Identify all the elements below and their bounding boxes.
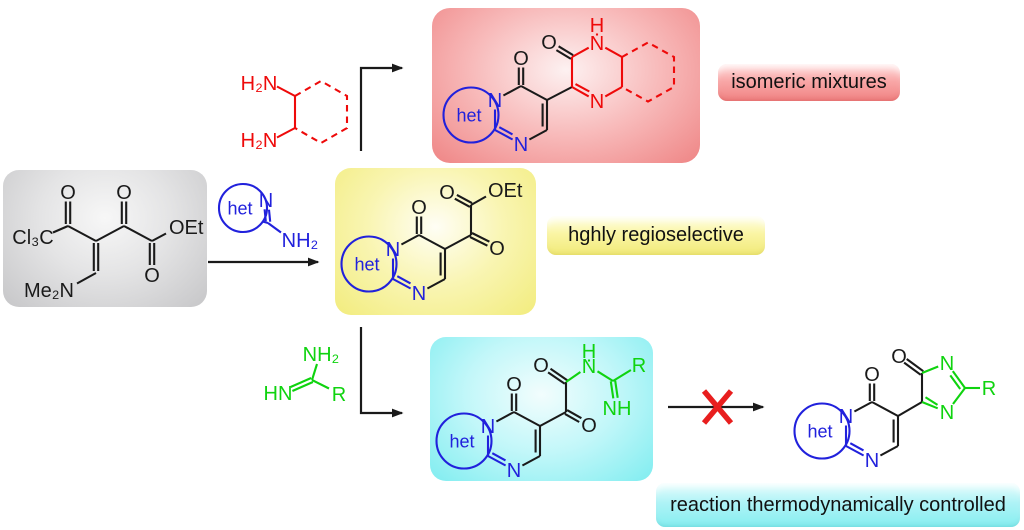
diamine-reagent: H₂N H₂N [241, 73, 349, 152]
atom-label-nh2: NH₂ [282, 230, 319, 252]
atom-label-o: O [411, 197, 427, 219]
atom-label-n: N [412, 283, 426, 305]
atom-label-nh: NH [603, 398, 632, 420]
atom-label-o: O [541, 32, 557, 54]
dashed-ring [294, 79, 349, 145]
amidine-reagent: NH₂ HN R [264, 344, 347, 406]
atom-label-n: N [590, 33, 604, 55]
atom-label-h: H [582, 341, 596, 363]
het-circle [217, 182, 269, 234]
imidazolone-product-molecule: het O N N O N [793, 346, 996, 472]
atom-label-o: O [513, 48, 529, 70]
atom-label-n: N [507, 460, 521, 482]
thermodynamic-label: reaction thermodynamically controlled [670, 493, 1006, 516]
atom-label-h: H [590, 15, 604, 37]
atom-label-n: N [940, 353, 954, 375]
regioselective-product-molecule: het O N N O O [340, 180, 523, 305]
atom-label-r: R [982, 378, 996, 400]
top-branch-arrow [359, 63, 404, 151]
regioselective-badge: hghly regioselective [547, 216, 765, 255]
het-circle [340, 235, 398, 293]
atom-label-o: O [439, 182, 455, 204]
atom-label-het: het [227, 199, 252, 219]
atom-label-n: N [839, 406, 853, 428]
atom-label-het: het [449, 432, 474, 452]
atom-label-h2n: H₂N [241, 130, 278, 152]
atom-label-n: N [940, 402, 954, 424]
atom-label-nh2: NH₂ [303, 344, 340, 366]
atom-label-o: O [506, 374, 522, 396]
bottom-branch-arrow [359, 327, 404, 418]
regioselective-label: hghly regioselective [568, 224, 744, 246]
atom-label-o: O [60, 182, 76, 204]
atom-label-h2n: H₂N [241, 73, 278, 95]
atom-label-me2n: Me₂N [24, 280, 74, 302]
atom-label-n: N [259, 190, 273, 212]
atom-label-n: N [582, 356, 596, 378]
kinetic-adduct-highlight-box [430, 337, 653, 481]
atom-label-o: O [489, 238, 505, 260]
het-circle [435, 412, 493, 470]
atom-label-n: N [386, 239, 400, 261]
atom-label-cl3c: Cl₃C [12, 227, 53, 249]
dashed-ring [621, 41, 676, 103]
atom-label-het: het [456, 106, 481, 126]
atom-label-n: N [514, 134, 528, 156]
isomeric-mixtures-label: isomeric mixtures [731, 71, 887, 93]
isomeric-product-molecule: het O N N [442, 15, 676, 156]
het-circle [442, 86, 500, 144]
atom-label-r: R [332, 384, 346, 406]
atom-label-o: O [144, 265, 160, 287]
atom-label-o: O [116, 182, 132, 204]
x-mark-icon [701, 389, 734, 425]
atom-label-n: N [481, 416, 495, 438]
atom-label-o: O [864, 364, 880, 386]
atom-label-het: het [807, 422, 832, 442]
atom-label-het: het [354, 255, 379, 275]
atom-label-o: O [891, 346, 907, 368]
substrate-molecule: Cl₃C O Me₂N O O OEt [12, 182, 204, 302]
substrate-highlight-box [3, 170, 207, 307]
atom-label-n: N [865, 450, 879, 472]
het-amidine-reagent: het N NH₂ [217, 182, 319, 252]
atom-label-oet: OEt [488, 180, 523, 202]
kinetic-adduct-molecule: het O N N O O [435, 341, 646, 482]
het-circle [793, 402, 851, 460]
atom-label-n: N [590, 91, 604, 113]
atom-label-o: O [581, 415, 597, 437]
atom-label-r: R [632, 355, 646, 377]
isomeric-product-highlight-box [432, 8, 700, 163]
atom-label-o: O [533, 355, 549, 377]
isomeric-mixtures-badge: isomeric mixtures [718, 64, 900, 101]
thermodynamic-badge: reaction thermodynamically controlled [656, 483, 1020, 527]
atom-label-hn: HN [264, 383, 293, 405]
atom-label-oet: OEt [169, 217, 204, 239]
atom-label-n: N [488, 90, 502, 112]
